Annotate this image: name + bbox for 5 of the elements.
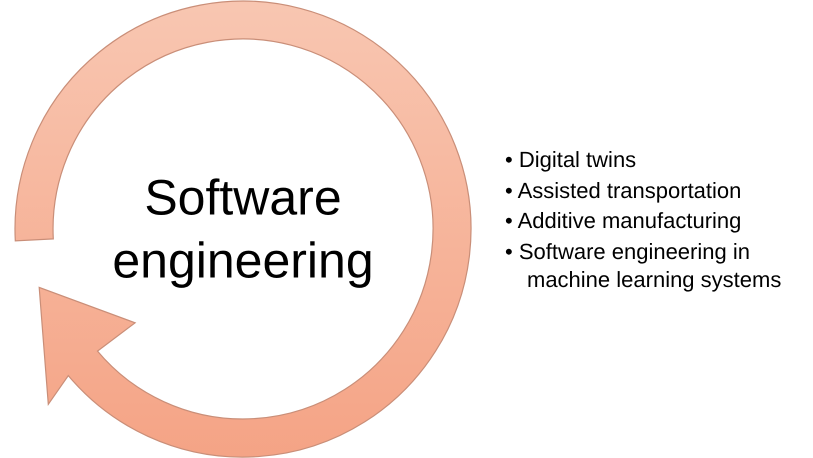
bullet-item: • Software engineering in machine learning systems bbox=[505, 238, 782, 294]
center-title: Software engineering bbox=[93, 166, 393, 292]
bullet-item: • Assisted transportation bbox=[505, 176, 742, 205]
bullet-item: • Digital twins bbox=[505, 146, 638, 174]
bullet-item: • Additive manufacturing bbox=[505, 207, 742, 236]
